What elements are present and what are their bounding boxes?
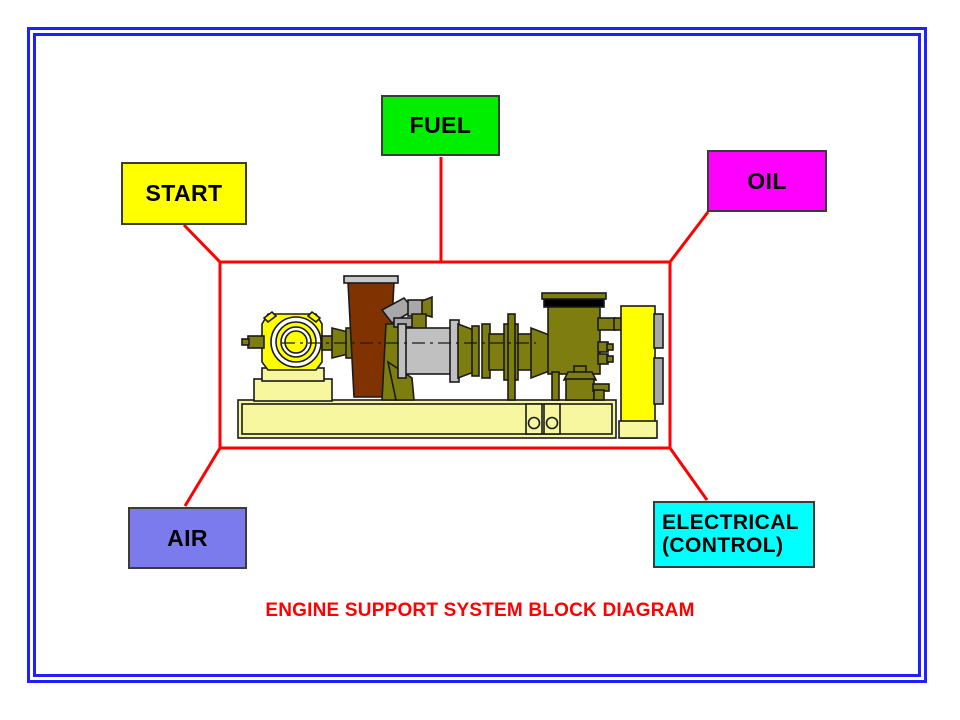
outer-frame-border [27, 27, 927, 683]
control-panel-cabinet [620, 305, 656, 439]
block-start[interactable]: START [121, 162, 247, 225]
gearbox-stub-shaft [247, 335, 265, 349]
connector-start [182, 223, 222, 264]
control-panel-tab-lower [653, 357, 664, 405]
exhaust-support-column [551, 371, 560, 401]
exhaust-housing-block [507, 313, 516, 401]
diagram-caption: ENGINE SUPPORT SYSTEM BLOCK DIAGRAM [265, 600, 695, 621]
block-oil[interactable]: OIL [707, 150, 827, 212]
control-panel-plinth [618, 420, 658, 439]
control-panel-tab-upper [653, 313, 664, 349]
gearbox-stub-cap [241, 338, 250, 346]
accessory-nozzle [421, 295, 433, 319]
accumulator-stem [593, 389, 605, 401]
compressor-casing [401, 327, 455, 375]
accumulator-body [565, 378, 595, 401]
gearbox-bearing-hub [284, 330, 308, 354]
base-port-right [545, 416, 559, 430]
gearbox-pedestal-lower [253, 378, 333, 402]
gearbox-lug-top-right [306, 310, 322, 324]
block-electrical-control[interactable]: ELECTRICAL (CONTROL) [653, 501, 815, 568]
block-air[interactable]: AIR [128, 507, 247, 569]
block-fuel-label: FUEL [409, 112, 472, 139]
inner-frame-border [33, 33, 921, 677]
block-electrical-control-label: ELECTRICAL (CONTROL) [662, 510, 799, 557]
exhaust-nipple-a [606, 343, 614, 351]
block-air-label: AIR [167, 524, 208, 551]
block-start-label: START [145, 180, 223, 207]
engine-illustration [237, 275, 664, 439]
connector-oil [668, 211, 710, 263]
compressor-casing-flange-left [397, 323, 407, 379]
accumulator-cap [573, 365, 587, 373]
exhaust-nipple-b [606, 355, 614, 363]
exhaust-stack-cap [541, 292, 607, 300]
exhaust-outlet-pipe-a [597, 317, 616, 331]
gearbox-lug-top-left [262, 310, 278, 324]
connector-electrical [668, 447, 709, 501]
base-port-left [527, 416, 541, 430]
engine-outline-rect [218, 260, 672, 450]
exhaust-body [547, 303, 601, 375]
block-fuel[interactable]: FUEL [381, 95, 500, 156]
connector-air [183, 447, 222, 507]
intake-duct-flange [343, 275, 399, 284]
turbine-ring-1 [471, 325, 480, 377]
block-oil-label: OIL [747, 167, 787, 194]
accumulator-shoulder [562, 371, 598, 381]
